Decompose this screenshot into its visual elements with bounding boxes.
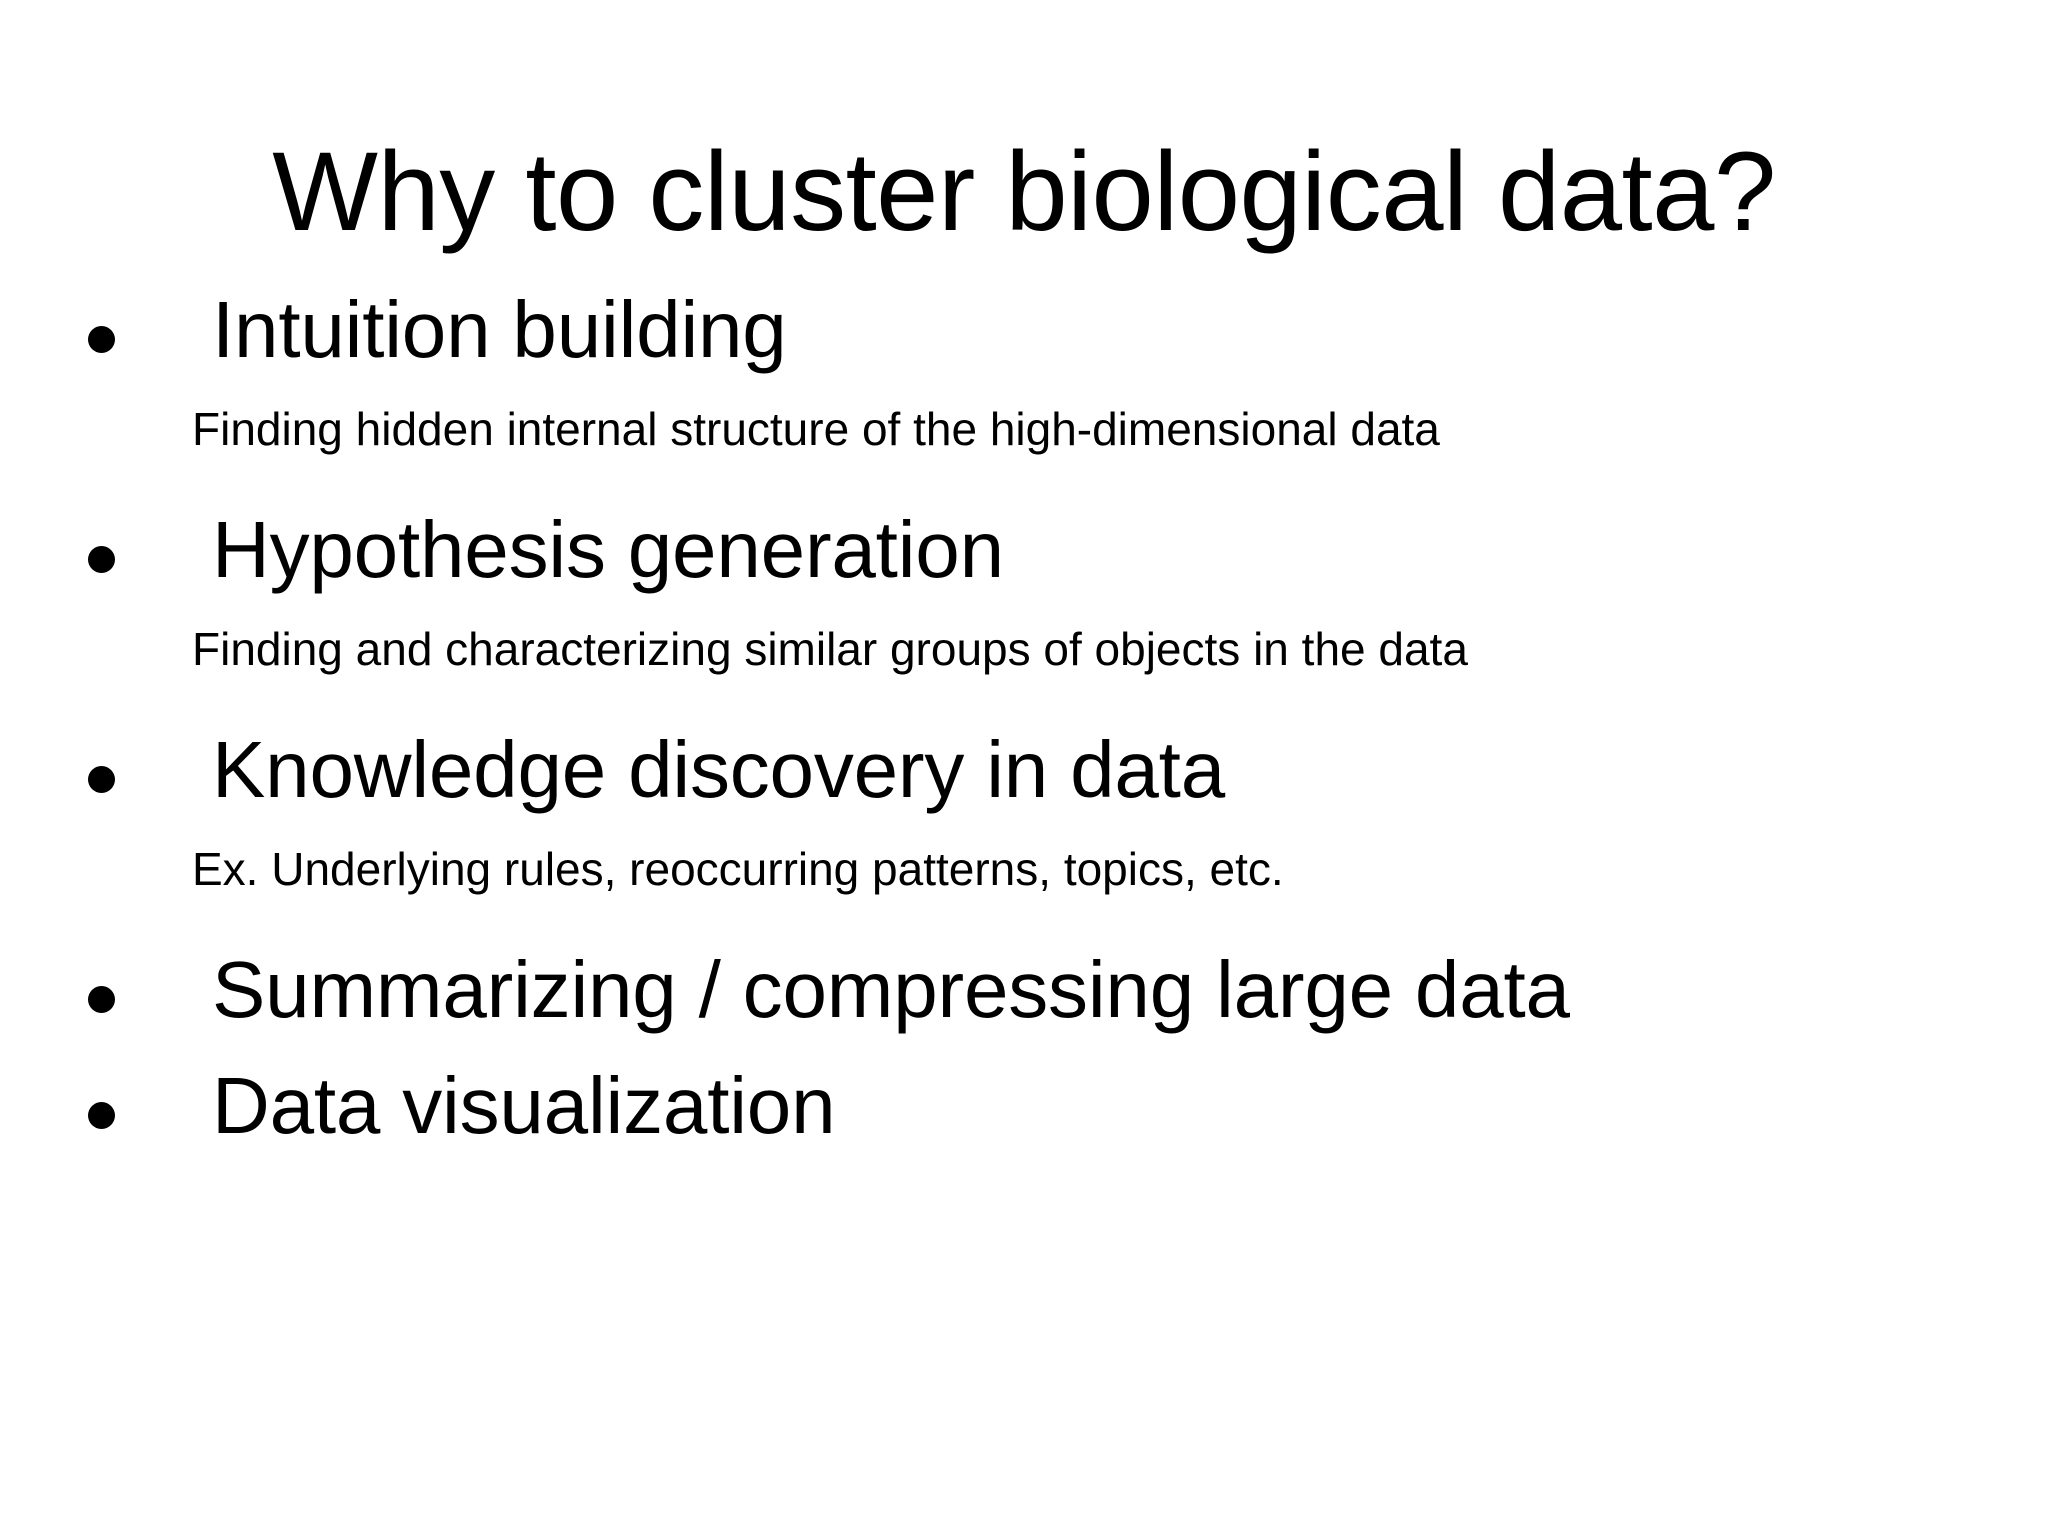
list-item-detail: Finding and characterizing similar group… bbox=[192, 623, 1468, 675]
list-item-label: Intuition building bbox=[212, 285, 787, 374]
list-item-label: Data visualization bbox=[212, 1061, 836, 1150]
list-item-detail: Finding hidden internal structure of the… bbox=[192, 403, 1440, 455]
list-item-detail: Ex. Underlying rules, reoccurring patter… bbox=[192, 843, 1284, 895]
list-item[interactable]: Knowledge discovery in data bbox=[0, 730, 2048, 838]
bullet-dot-icon bbox=[88, 546, 115, 573]
list-item-detail-row: Finding hidden internal structure of the… bbox=[0, 398, 2048, 510]
list-item-detail-row: Ex. Underlying rules, reoccurring patter… bbox=[0, 838, 2048, 950]
list-item[interactable]: Summarizing / compressing large data bbox=[0, 950, 2048, 1066]
list-item[interactable]: Intuition building bbox=[0, 290, 2048, 398]
list-item-label: Knowledge discovery in data bbox=[212, 725, 1225, 814]
bullet-dot-icon bbox=[88, 326, 115, 353]
list-item-detail-row: Finding and characterizing similar group… bbox=[0, 618, 2048, 730]
list-item[interactable]: Data visualization bbox=[0, 1066, 2048, 1182]
slide-title: Why to cluster biological data? bbox=[272, 129, 1776, 255]
bullet-dot-icon bbox=[88, 986, 115, 1013]
list-item-label: Summarizing / compressing large data bbox=[212, 945, 1570, 1034]
list-item[interactable]: Hypothesis generation bbox=[0, 510, 2048, 618]
bullet-list: Intuition building Finding hidden intern… bbox=[0, 290, 2048, 1182]
bullet-dot-icon bbox=[88, 1102, 115, 1129]
list-item-label: Hypothesis generation bbox=[212, 505, 1004, 594]
bullet-dot-icon bbox=[88, 766, 115, 793]
